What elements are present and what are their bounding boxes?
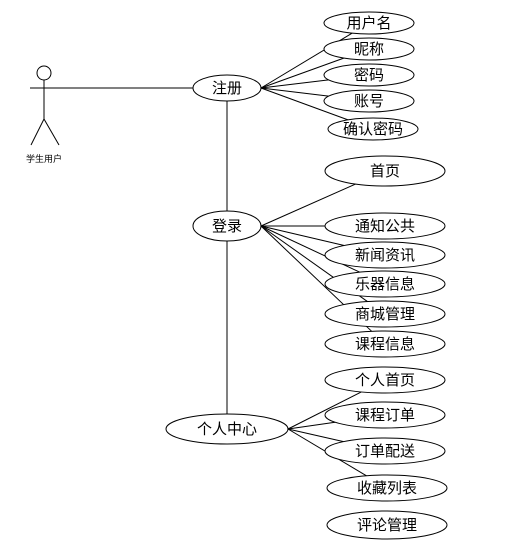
connector-lines	[44, 32, 373, 477]
use-case-label: 课程订单	[355, 406, 415, 424]
use-case-ellipse	[324, 300, 446, 328]
actor-label: 学生用户	[26, 153, 62, 165]
use-case-ellipse	[165, 413, 289, 445]
use-case-label: 新闻资讯	[355, 246, 415, 264]
use-case-ellipse	[326, 510, 448, 540]
use-case-password: 密码	[323, 63, 415, 87]
use-case-account: 账号	[323, 89, 415, 113]
use-case-label: 通知公共	[355, 217, 415, 235]
connector-personal_center-personal_home	[287, 391, 362, 430]
use-case-ellipse	[324, 401, 446, 429]
use-case-nickname: 昵称	[323, 37, 415, 61]
use-case-ellipse	[326, 474, 448, 502]
use-case-username: 用户名	[323, 11, 415, 35]
actor-head	[36, 65, 52, 81]
use-case-ellipse	[323, 89, 415, 113]
use-case-instruments: 乐器信息	[324, 270, 446, 298]
use-case-label: 确认密码	[343, 120, 403, 138]
actor-right-leg	[43, 118, 60, 146]
use-case-label: 首页	[370, 162, 400, 180]
use-case-ellipse	[323, 63, 415, 87]
use-case-label: 课程信息	[355, 335, 415, 353]
connector-login-home	[260, 183, 356, 227]
use-case-order-delivery: 订单配送	[324, 437, 446, 465]
use-case-register: 注册	[192, 74, 262, 102]
use-case-label: 账号	[354, 92, 384, 110]
use-case-notices: 通知公共	[324, 212, 446, 240]
connector-personal_center-order_delivery	[287, 428, 344, 443]
use-case-ellipse	[324, 241, 446, 269]
use-case-favorites: 收藏列表	[326, 474, 448, 502]
use-case-label: 收藏列表	[357, 479, 417, 497]
use-case-ellipse	[324, 437, 446, 465]
use-case-label: 用户名	[346, 14, 391, 32]
use-case-label: 密码	[354, 66, 384, 84]
use-case-label: 个人首页	[355, 371, 415, 389]
use-case-label: 个人中心	[197, 420, 257, 438]
use-case-ellipse	[323, 11, 415, 35]
use-case-label: 昵称	[354, 40, 384, 58]
use-case-label: 登录	[212, 217, 242, 235]
use-case-courses: 课程信息	[324, 330, 446, 358]
use-case-course-orders: 课程订单	[324, 401, 446, 429]
actor-left-leg	[30, 118, 45, 146]
use-case-ellipse	[192, 74, 262, 102]
use-case-ellipse	[192, 210, 262, 242]
use-case-ellipse	[324, 366, 446, 394]
use-case-home: 首页	[324, 155, 446, 187]
use-case-personal-home: 个人首页	[324, 366, 446, 394]
use-case-label: 乐器信息	[355, 275, 415, 293]
connector-login-news	[260, 225, 345, 246]
use-case-ellipse	[324, 270, 446, 298]
use-case-ellipse	[324, 212, 446, 240]
use-case-ellipse	[323, 37, 415, 61]
use-case-news: 新闻资讯	[324, 241, 446, 269]
use-case-ellipse	[324, 330, 446, 358]
connector-register-confirm_password	[260, 87, 349, 121]
use-case-reviews: 评论管理	[326, 510, 448, 540]
use-case-ellipse	[324, 155, 446, 187]
student-user-actor: 学生用户	[26, 65, 62, 165]
connector-register-password	[260, 79, 329, 89]
use-case-personal-center: 个人中心	[165, 413, 289, 445]
use-case-login: 登录	[192, 210, 262, 242]
connector-register-nickname	[260, 57, 344, 89]
use-case-confirm-password: 确认密码	[327, 117, 419, 141]
use-case-mall: 商城管理	[324, 300, 446, 328]
use-case-ellipse	[327, 117, 419, 141]
use-case-label: 订单配送	[355, 442, 415, 460]
connector-register-account	[260, 87, 329, 97]
connector-personal_center-course_orders	[287, 421, 336, 430]
use-case-label: 评论管理	[357, 516, 417, 534]
use-case-label: 注册	[212, 79, 242, 97]
use-case-label: 商城管理	[355, 305, 415, 323]
